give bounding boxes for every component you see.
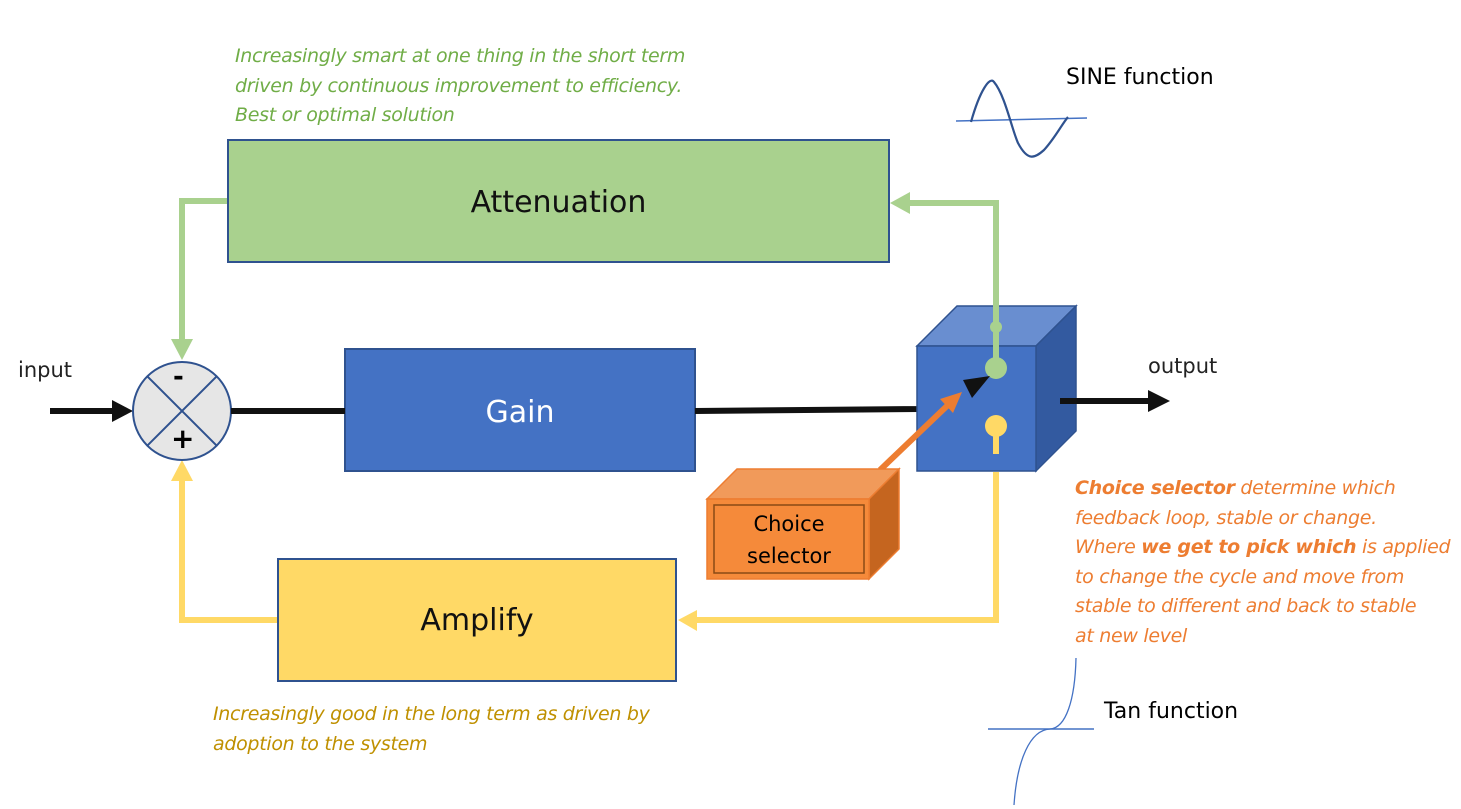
input-arrowhead-icon xyxy=(112,400,133,422)
tan-function-icon xyxy=(988,657,1094,806)
choice-note-emphasis: Choice selector xyxy=(1075,477,1235,499)
choice-selector-label-line1: Choice xyxy=(753,512,825,536)
gain-block[interactable] xyxy=(344,348,696,472)
attenuation-note: Increasingly smart at one thing in the s… xyxy=(235,42,685,131)
yellow-arrowhead-icon xyxy=(171,460,193,481)
choice-note-line: feedback loop, stable or change. xyxy=(1075,506,1377,529)
switch-cube[interactable] xyxy=(915,304,1078,473)
green-contact-node xyxy=(990,321,1002,333)
gain-label: Gain xyxy=(485,395,555,430)
choice-selector-label: Choice selector xyxy=(714,508,864,572)
choice-selector-note: Choice selector determine which feedback… xyxy=(1075,474,1451,651)
yellow-contact-terminal xyxy=(985,415,1007,437)
green-contact-terminal xyxy=(985,357,1007,379)
choice-selector-label-line2: selector xyxy=(747,544,831,568)
orange-arrowhead-icon xyxy=(940,392,962,413)
amplify-note-line: Increasingly good in the long term as dr… xyxy=(213,703,650,725)
choice-note-line: Where we get to pick which is applied xyxy=(1075,533,1451,563)
choice-note-emphasis: we get to pick which xyxy=(1141,536,1357,558)
amplify-block[interactable] xyxy=(277,558,677,682)
sine-function-label: SINE function xyxy=(1066,65,1214,90)
input-label: input xyxy=(18,358,73,382)
attenuation-label: Attenuation xyxy=(470,185,647,220)
amplify-note-line: adoption to the system xyxy=(213,732,428,755)
amplify-feedback-path xyxy=(171,460,999,631)
choice-note-line: Choice selector determine which xyxy=(1075,474,1450,504)
tan-function-label: Tan function xyxy=(1104,699,1239,724)
choice-selector-box[interactable] xyxy=(705,467,901,581)
green-arrowhead-icon xyxy=(171,339,193,360)
choice-note-text: is applied xyxy=(1356,536,1451,558)
choice-note-text: determine which xyxy=(1234,477,1396,499)
switch-arm-arrowhead-icon xyxy=(963,376,990,398)
output-label: output xyxy=(1148,354,1218,378)
yellow-arrowhead-icon xyxy=(678,610,697,631)
amplify-label: Amplify xyxy=(420,603,534,638)
choice-note-line: to change the cycle and move from xyxy=(1075,565,1405,588)
choice-selector-arrow xyxy=(877,402,951,473)
output-arrowhead-icon xyxy=(1148,390,1170,412)
minus-sign: - xyxy=(173,362,184,392)
amplify-note: Increasingly good in the long term as dr… xyxy=(213,700,650,759)
summing-junction[interactable] xyxy=(132,361,232,461)
attenuation-block[interactable] xyxy=(227,139,890,263)
choice-note-line: stable to different and back to stable xyxy=(1075,595,1417,617)
sine-function-icon xyxy=(955,79,1088,158)
plus-sign: + xyxy=(171,422,195,455)
attenuation-feedback-path xyxy=(171,192,999,360)
attenuation-note-line: driven by continuous improvement to effi… xyxy=(235,74,683,97)
attenuation-note-line: Best or optimal solution xyxy=(235,104,455,126)
choice-note-line: at new level xyxy=(1075,624,1188,647)
choice-note-text: Where xyxy=(1075,536,1142,558)
attenuation-note-line: Increasingly smart at one thing in the s… xyxy=(235,45,686,67)
green-arrowhead-icon xyxy=(890,192,910,214)
